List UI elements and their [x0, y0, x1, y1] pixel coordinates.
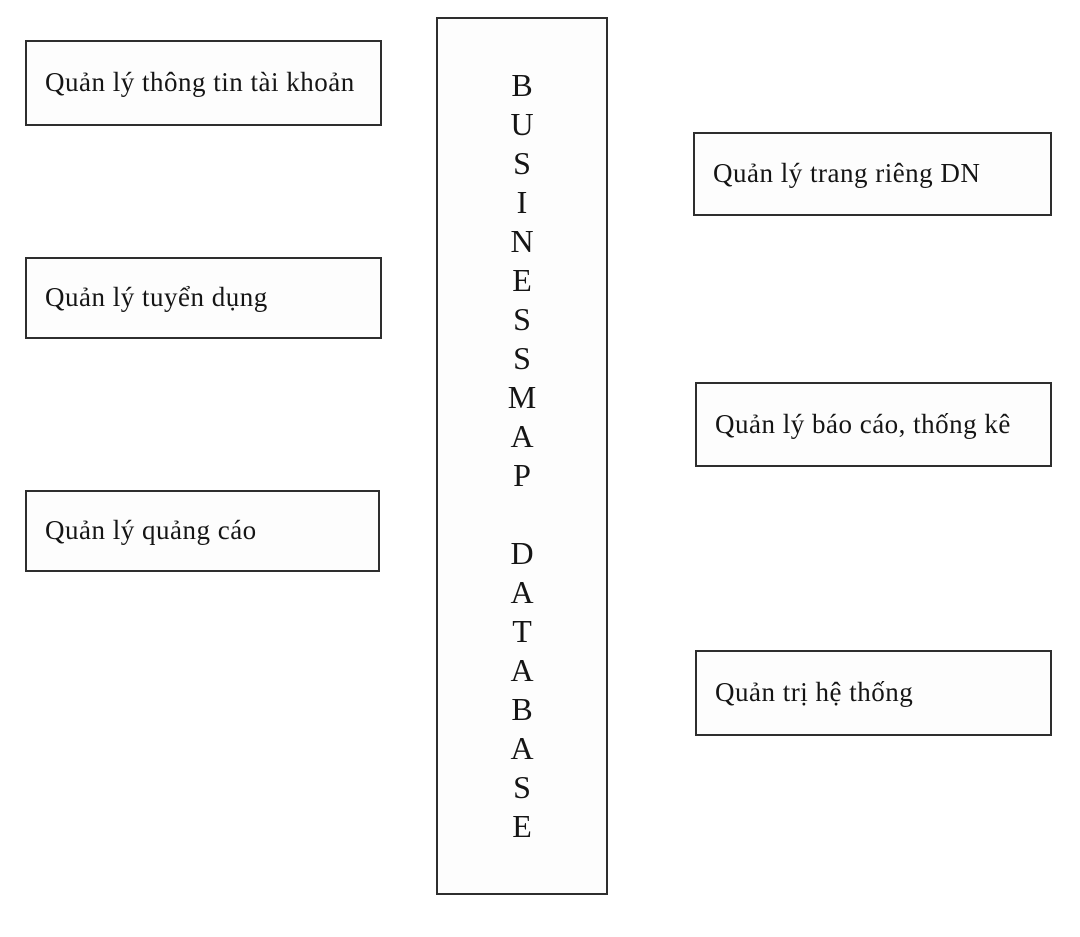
vertical-letter: A: [510, 730, 534, 766]
vertical-letter: T: [512, 613, 532, 649]
vertical-letter: P: [513, 457, 531, 493]
module-box-advertising: Quản lý quảng cáo: [25, 490, 380, 572]
vertical-letter: S: [513, 145, 531, 181]
module-box-reports-statistics: Quản lý báo cáo, thống kê: [695, 382, 1052, 467]
vertical-letter: N: [510, 223, 534, 259]
vertical-letter: U: [510, 106, 534, 142]
vertical-letter: I: [516, 184, 528, 220]
module-box-account-info: Quản lý thông tin tài khoản: [25, 40, 382, 126]
vertical-letter: A: [510, 574, 534, 610]
vertical-letter: S: [513, 340, 531, 376]
module-label-recruitment: Quản lý tuyển dụng: [45, 282, 268, 313]
module-box-system-administration: Quản trị hệ thống: [695, 650, 1052, 736]
vertical-letter: D: [510, 535, 534, 571]
module-label-system-administration: Quản trị hệ thống: [715, 677, 914, 708]
vertical-letter: E: [512, 808, 532, 844]
module-label-reports-statistics: Quản lý báo cáo, thống kê: [715, 408, 1011, 439]
vertical-letter: M: [507, 379, 537, 415]
vertical-letter: A: [510, 652, 534, 688]
module-label-company-page: Quản lý trang riêng DN: [713, 158, 981, 189]
module-box-company-page: Quản lý trang riêng DN: [693, 132, 1052, 216]
vertical-letter: B: [511, 67, 533, 103]
vertical-word-gap: [438, 495, 606, 534]
vertical-letter: B: [511, 691, 533, 727]
vertical-letter: S: [513, 301, 531, 337]
module-label-account-info: Quản lý thông tin tài khoản: [45, 67, 355, 98]
vertical-letter: S: [513, 769, 531, 805]
vertical-letter: A: [510, 418, 534, 454]
module-label-advertising: Quản lý quảng cáo: [45, 515, 257, 546]
module-box-recruitment: Quản lý tuyển dụng: [25, 257, 382, 339]
vertical-letter: E: [512, 262, 532, 298]
